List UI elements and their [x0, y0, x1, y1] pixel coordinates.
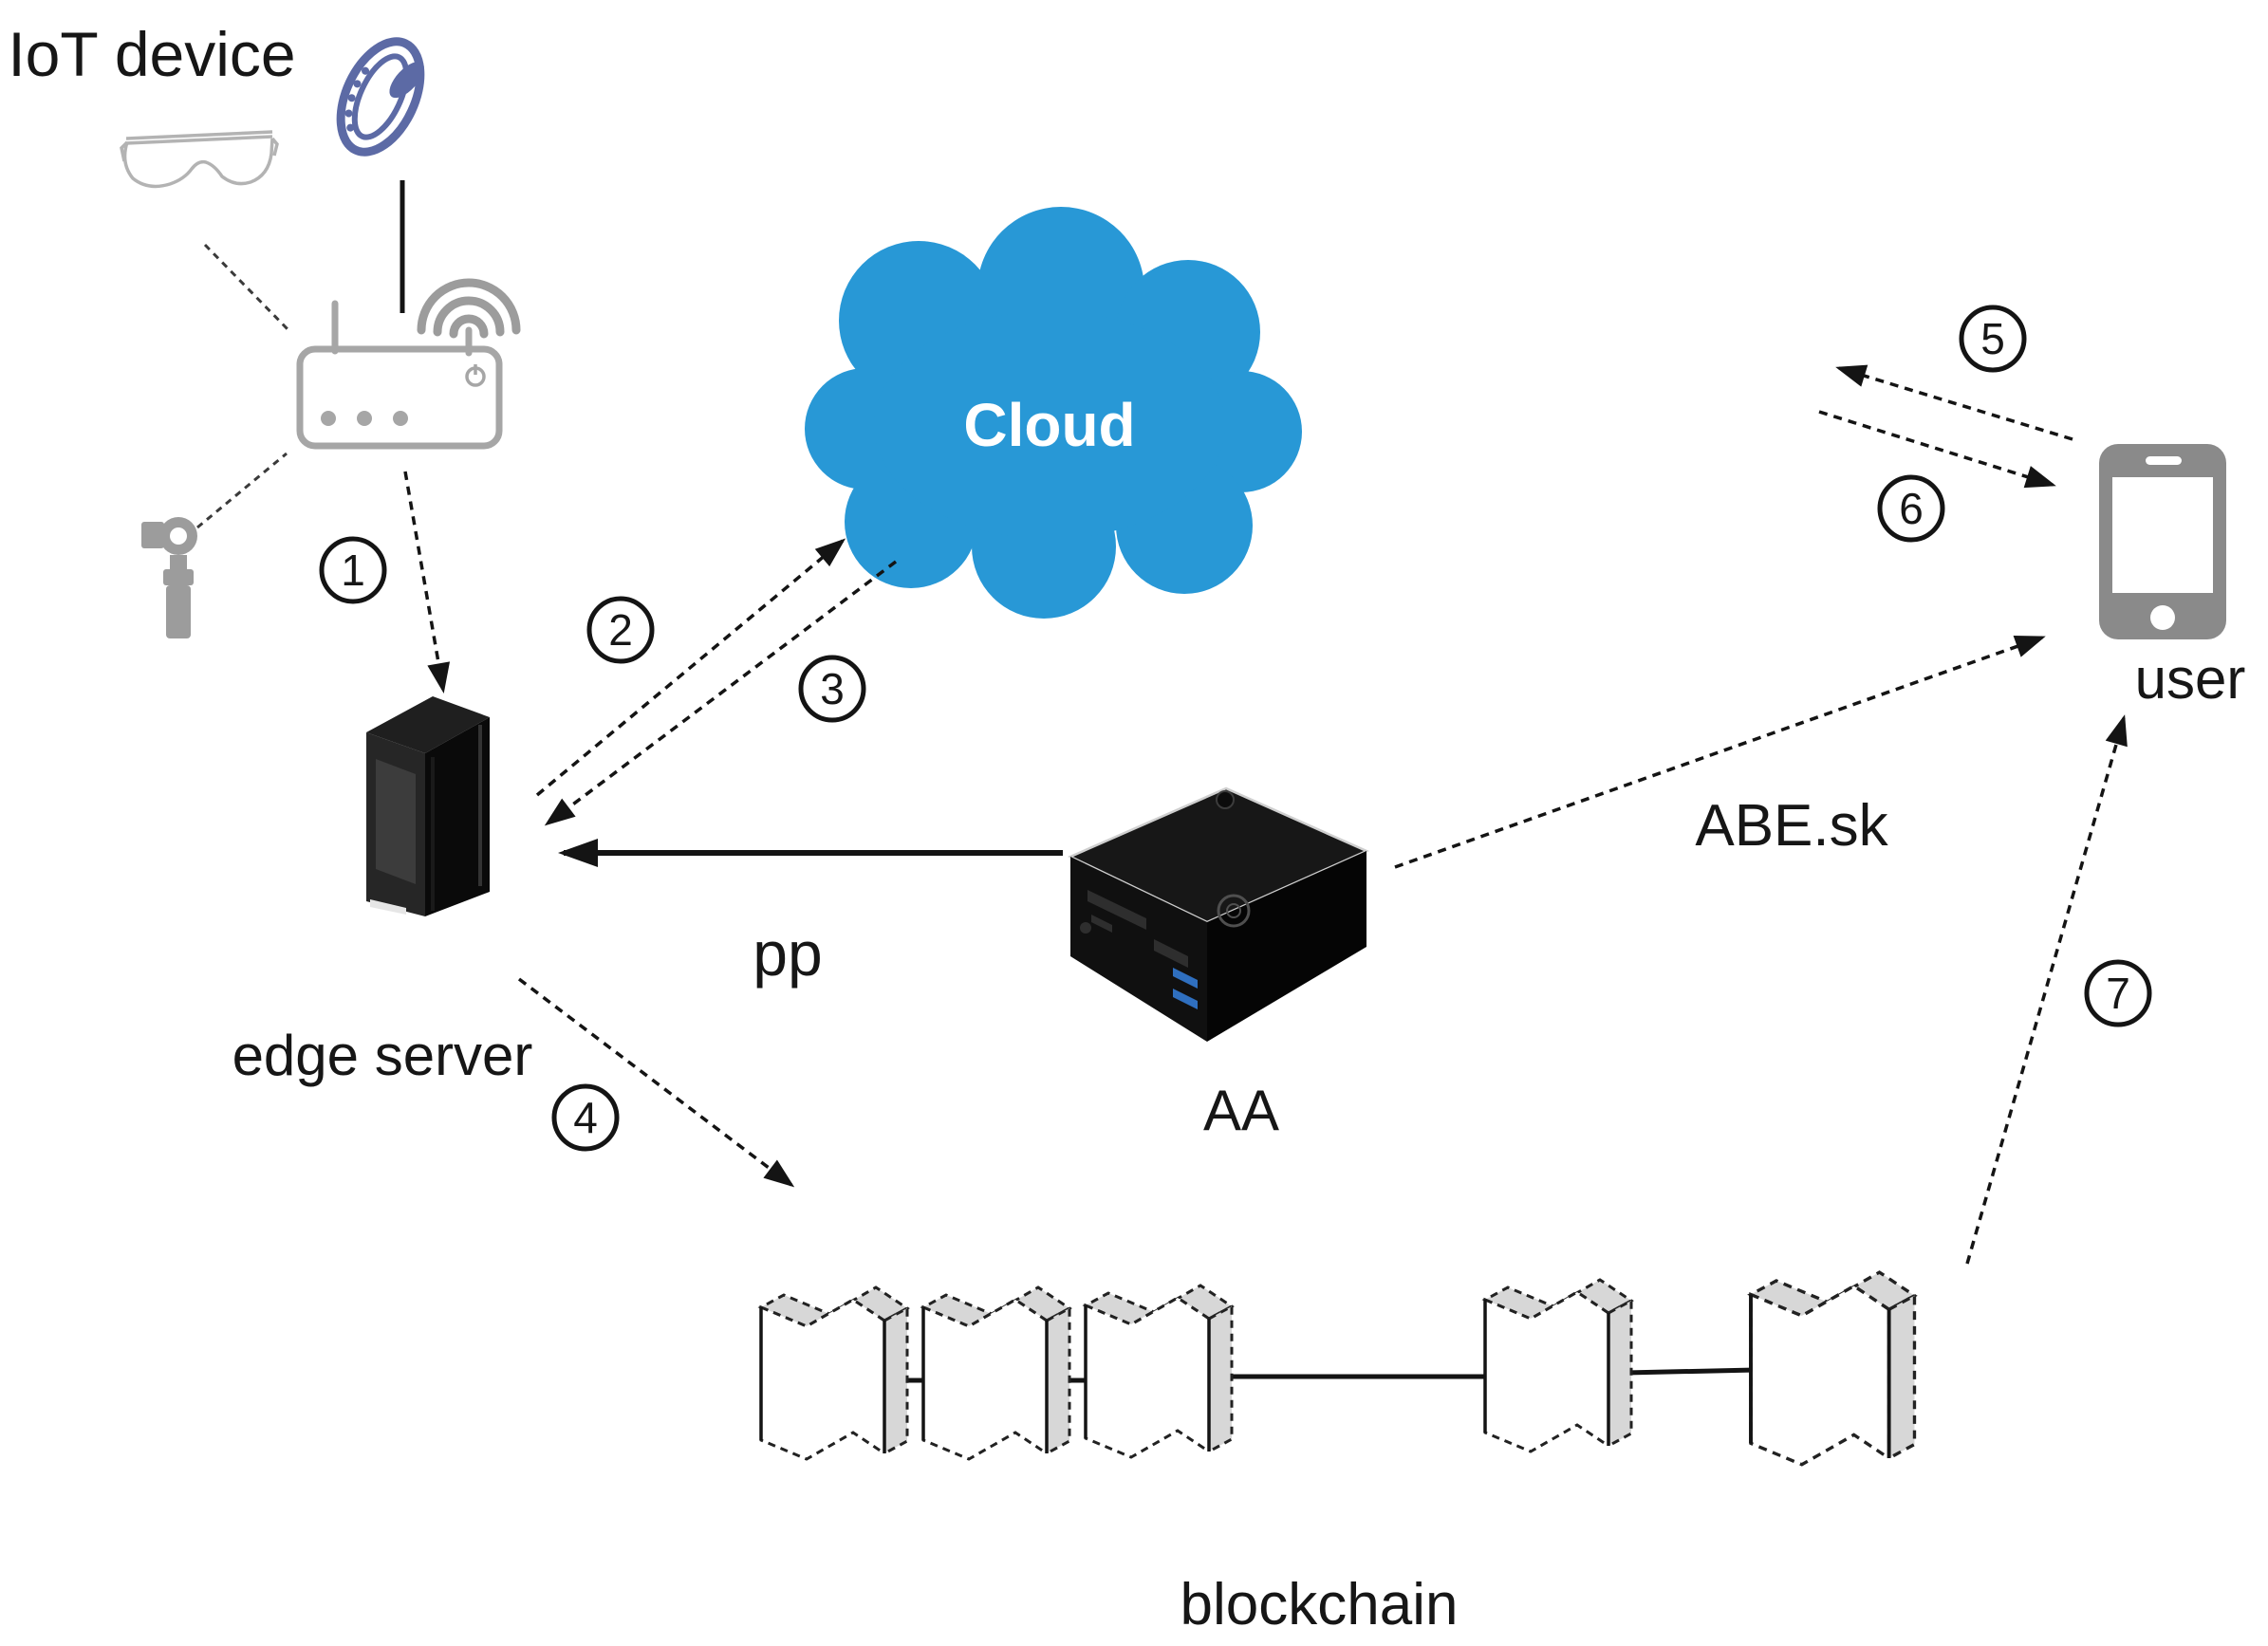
iot-device-cluster: IoT device: [8, 19, 425, 638]
arrow-step-4: [517, 977, 795, 1188]
step-number: 4: [573, 1093, 598, 1142]
pp-label: pp: [753, 918, 822, 989]
aa-label: AA: [1203, 1079, 1279, 1142]
step-badge-1: 1: [319, 536, 387, 604]
step-number: 5: [1980, 314, 2005, 363]
step-number: 3: [820, 664, 845, 713]
step-badge-6: 6: [1877, 474, 1945, 543]
arrow-step-2: [535, 538, 846, 797]
edge-server-top: [366, 696, 490, 753]
blockchain-block: [759, 1285, 909, 1461]
arrow-step-1: [403, 471, 451, 694]
step-number: 6: [1899, 484, 1924, 533]
camera-router-link: [196, 452, 288, 529]
step-number: 2: [608, 605, 633, 655]
aa-usb-ports: [1173, 968, 1198, 1009]
arrow-step-3: [544, 560, 898, 826]
user-label: user: [2135, 647, 2246, 711]
blockchain-block: [1483, 1278, 1633, 1453]
step-badge-7: 7: [2084, 959, 2152, 1027]
arrow-step-7: [1965, 714, 2128, 1265]
step-badge-4: 4: [551, 1083, 620, 1152]
gateway-router: [296, 278, 521, 450]
smart-glasses-icon: [120, 130, 279, 189]
step-badge-2: 2: [586, 596, 655, 664]
gimbal-camera-icon: [141, 517, 197, 638]
glasses-router-link: [203, 243, 292, 334]
chain-link: [1625, 1367, 1757, 1376]
step-badges: 1 2 3 4 5 6 7: [319, 305, 2152, 1152]
wearable-band-icon: [336, 37, 425, 157]
abe-sk-label: ABE.sk: [1695, 793, 1888, 859]
edge-server-node: edge server: [232, 696, 533, 1087]
aa-box-side: [1207, 851, 1366, 1042]
wifi-icon: [417, 278, 521, 339]
step-badge-5: 5: [1959, 305, 2027, 373]
arrow-step-5: [1835, 364, 2073, 441]
cloud-node: Cloud: [805, 207, 1302, 619]
router-leds: [321, 411, 408, 426]
step-number: 7: [2106, 969, 2130, 1018]
arrow-step-6: [1818, 410, 2056, 489]
flow-arrows: pp ABE.sk: [403, 364, 2128, 1265]
blockchain-label: blockchain: [1180, 1572, 1459, 1637]
edge-server-label: edge server: [232, 1024, 533, 1087]
edge-server-side: [425, 717, 490, 916]
power-icon: [465, 364, 486, 387]
cloud-shape: [805, 207, 1302, 619]
blockchain-node: blockchain: [759, 1270, 1917, 1637]
arrow-abe-sk: [1394, 636, 2046, 869]
step-badge-3: 3: [798, 655, 866, 723]
blockchain-block: [921, 1285, 1071, 1461]
aa-node: AA: [1068, 786, 1370, 1142]
step-number: 1: [341, 546, 365, 595]
blockchain-block: [1749, 1270, 1917, 1467]
user-node: user: [2099, 444, 2245, 711]
aa-logo: [1217, 894, 1251, 928]
router-body: [296, 345, 503, 450]
blockchain-block: [1084, 1284, 1234, 1459]
iot-device-label: IoT device: [8, 19, 295, 89]
cloud-label: Cloud: [963, 391, 1135, 459]
aa-ports: [1080, 890, 1188, 968]
